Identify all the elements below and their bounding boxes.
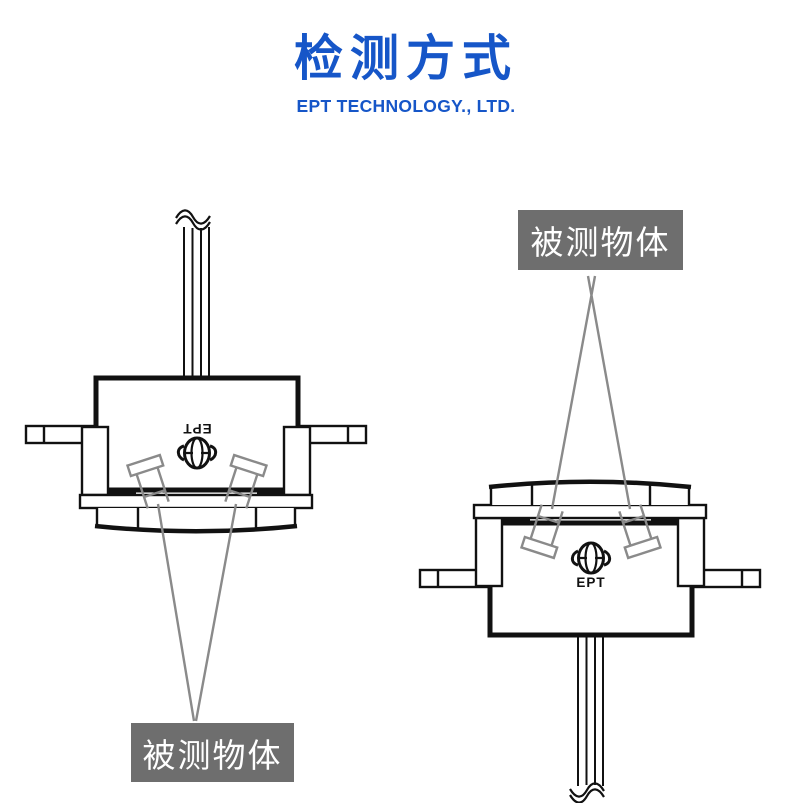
ept-logo-text: EPT (182, 421, 211, 436)
measured-object-label-left: 被测物体 (131, 723, 294, 782)
ept-logo-text: EPT (576, 575, 605, 590)
measured-object-label-right: 被测物体 (518, 210, 683, 270)
page-subtitle: EPT TECHNOLOGY., LTD. (296, 95, 516, 116)
header-inner: 检测方式 EPT TECHNOLOGY., LTD. (293, 32, 518, 117)
ept-logo-icon: EPT (176, 421, 218, 470)
ept-logo-icon: EPT (570, 541, 612, 590)
sensor-housing-icon (26, 210, 366, 531)
sensor-diagram-facing-up: EPT (420, 275, 760, 803)
measured-object-label-text: 被测物体 (142, 736, 283, 774)
header: 检测方式 EPT TECHNOLOGY., LTD. (0, 32, 790, 117)
measured-object-label-text: 被测物体 (530, 224, 671, 261)
detection-beams-crossing (550, 275, 632, 510)
sensor-housing-icon (420, 482, 760, 803)
detection-beams-converging (156, 503, 238, 722)
sensor-diagram-facing-down: EPT (26, 210, 366, 722)
page-title: 检测方式 (293, 32, 518, 86)
